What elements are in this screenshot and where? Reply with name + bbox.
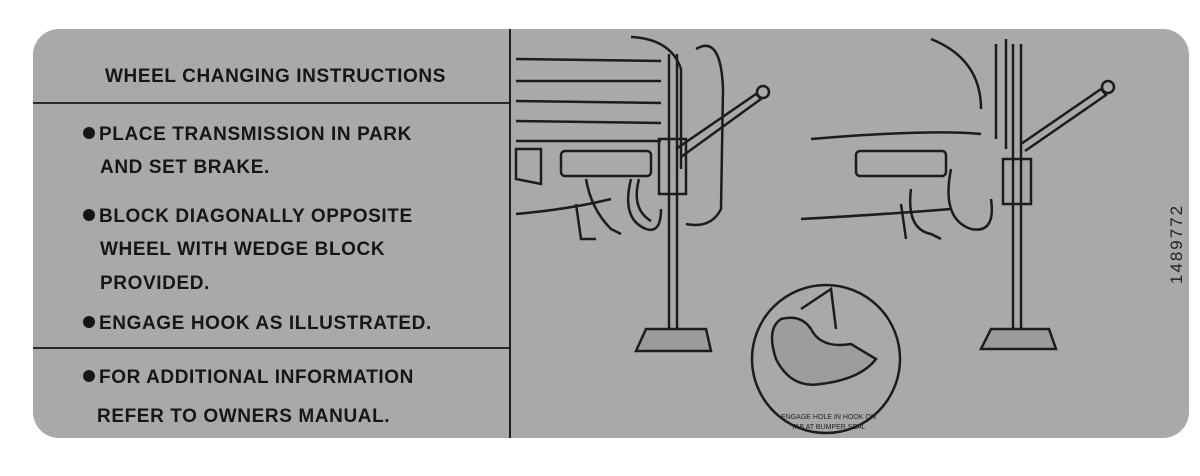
jack-post xyxy=(667,54,679,329)
divider xyxy=(33,347,509,349)
panel-divider xyxy=(509,29,511,438)
part-number: 1489772 xyxy=(1167,203,1187,285)
instruction-2-line-1: BLOCK DIAGONALLY OPPOSITE xyxy=(83,206,413,228)
bullet-icon xyxy=(83,316,95,328)
instruction-1-line-1: PLACE TRANSMISSION IN PARK xyxy=(83,124,412,146)
inset-caption-line-1: ENGAGE HOLE IN HOOK ON xyxy=(781,414,876,421)
wheel-changing-decal: WHEEL CHANGING INSTRUCTIONS PLACE TRANSM… xyxy=(33,29,1189,438)
bullet-icon xyxy=(83,209,95,221)
jack-handle xyxy=(675,92,763,159)
hook-detail xyxy=(770,316,878,386)
bullet-icon xyxy=(83,127,95,139)
instruction-2-line-2: WHEEL WITH WEDGE BLOCK xyxy=(100,239,386,260)
divider xyxy=(33,102,509,104)
inset-caption-line-2: TAB AT BUMPER SEAL xyxy=(791,424,866,431)
footer-line-2: REFER TO OWNERS MANUAL. xyxy=(97,406,391,427)
bullet-icon xyxy=(83,370,95,382)
instruction-2-line-3: PROVIDED. xyxy=(100,273,210,294)
inset-circle xyxy=(750,283,902,435)
jack-illustration: ENGAGE HOLE IN HOOK ON TAB AT BUMPER SEA… xyxy=(514,35,1116,435)
jack-base xyxy=(978,327,1058,351)
footer-line-1: FOR ADDITIONAL INFORMATION xyxy=(83,367,414,389)
jack-base xyxy=(634,327,713,353)
decal-title: WHEEL CHANGING INSTRUCTIONS xyxy=(105,66,446,87)
jack-post xyxy=(1011,44,1023,329)
instruction-3-line-1: ENGAGE HOOK AS ILLUSTRATED. xyxy=(83,313,432,335)
car-body-lines xyxy=(515,57,662,143)
jack-handle xyxy=(1020,87,1108,153)
instruction-1-line-2: AND SET BRAKE. xyxy=(100,157,270,178)
